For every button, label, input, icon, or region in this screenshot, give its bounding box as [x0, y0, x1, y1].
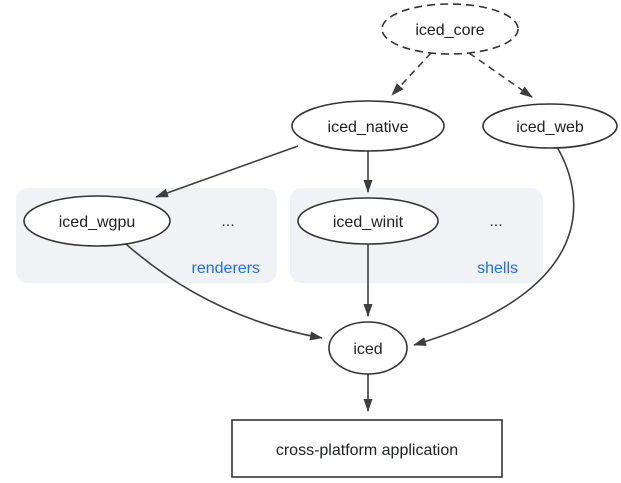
- node-iced-label: iced: [353, 341, 382, 358]
- node-iced: iced: [328, 321, 408, 375]
- edge-iced-core-to-iced-native: [391, 52, 432, 96]
- node-iced-shape: [328, 321, 408, 375]
- node-iced-wgpu-label: iced_wgpu: [59, 214, 136, 231]
- group-renderers-label: renderers: [192, 260, 260, 277]
- node-application-label: cross-platform application: [276, 442, 458, 459]
- node-application-shape: [231, 419, 503, 478]
- node-iced-wgpu-shape: [23, 195, 171, 247]
- node-iced-web: iced_web: [482, 103, 618, 149]
- node-iced-winit: iced_winit: [297, 197, 439, 245]
- group-shells-label: shells: [477, 260, 518, 277]
- edge-iced-wgpu-to-iced: [125, 243, 323, 341]
- node-iced-wgpu: iced_wgpu: [23, 195, 171, 247]
- node-iced-native-shape: [291, 100, 445, 152]
- node-iced-winit-shape: [297, 197, 439, 245]
- group-shells-ellipsis: ...: [489, 213, 502, 230]
- node-iced-core-label: iced_core: [415, 22, 484, 39]
- node-iced-web-shape: [482, 103, 618, 149]
- node-iced-native-label: iced_native: [328, 119, 409, 136]
- group-renderers-ellipsis: ...: [221, 213, 234, 230]
- node-application: cross-platform application: [231, 419, 503, 478]
- edge-iced-web-to-iced: [413, 146, 575, 346]
- node-iced-core-shape: [381, 3, 519, 55]
- node-iced-core: iced_core: [381, 3, 519, 55]
- node-iced-winit-label: iced_winit: [333, 214, 404, 231]
- edge-iced-core-to-iced-web: [468, 52, 533, 98]
- node-iced-native: iced_native: [291, 100, 445, 152]
- node-iced-web-label: iced_web: [516, 119, 584, 136]
- edge-iced-native-to-iced-wgpu: [155, 145, 299, 198]
